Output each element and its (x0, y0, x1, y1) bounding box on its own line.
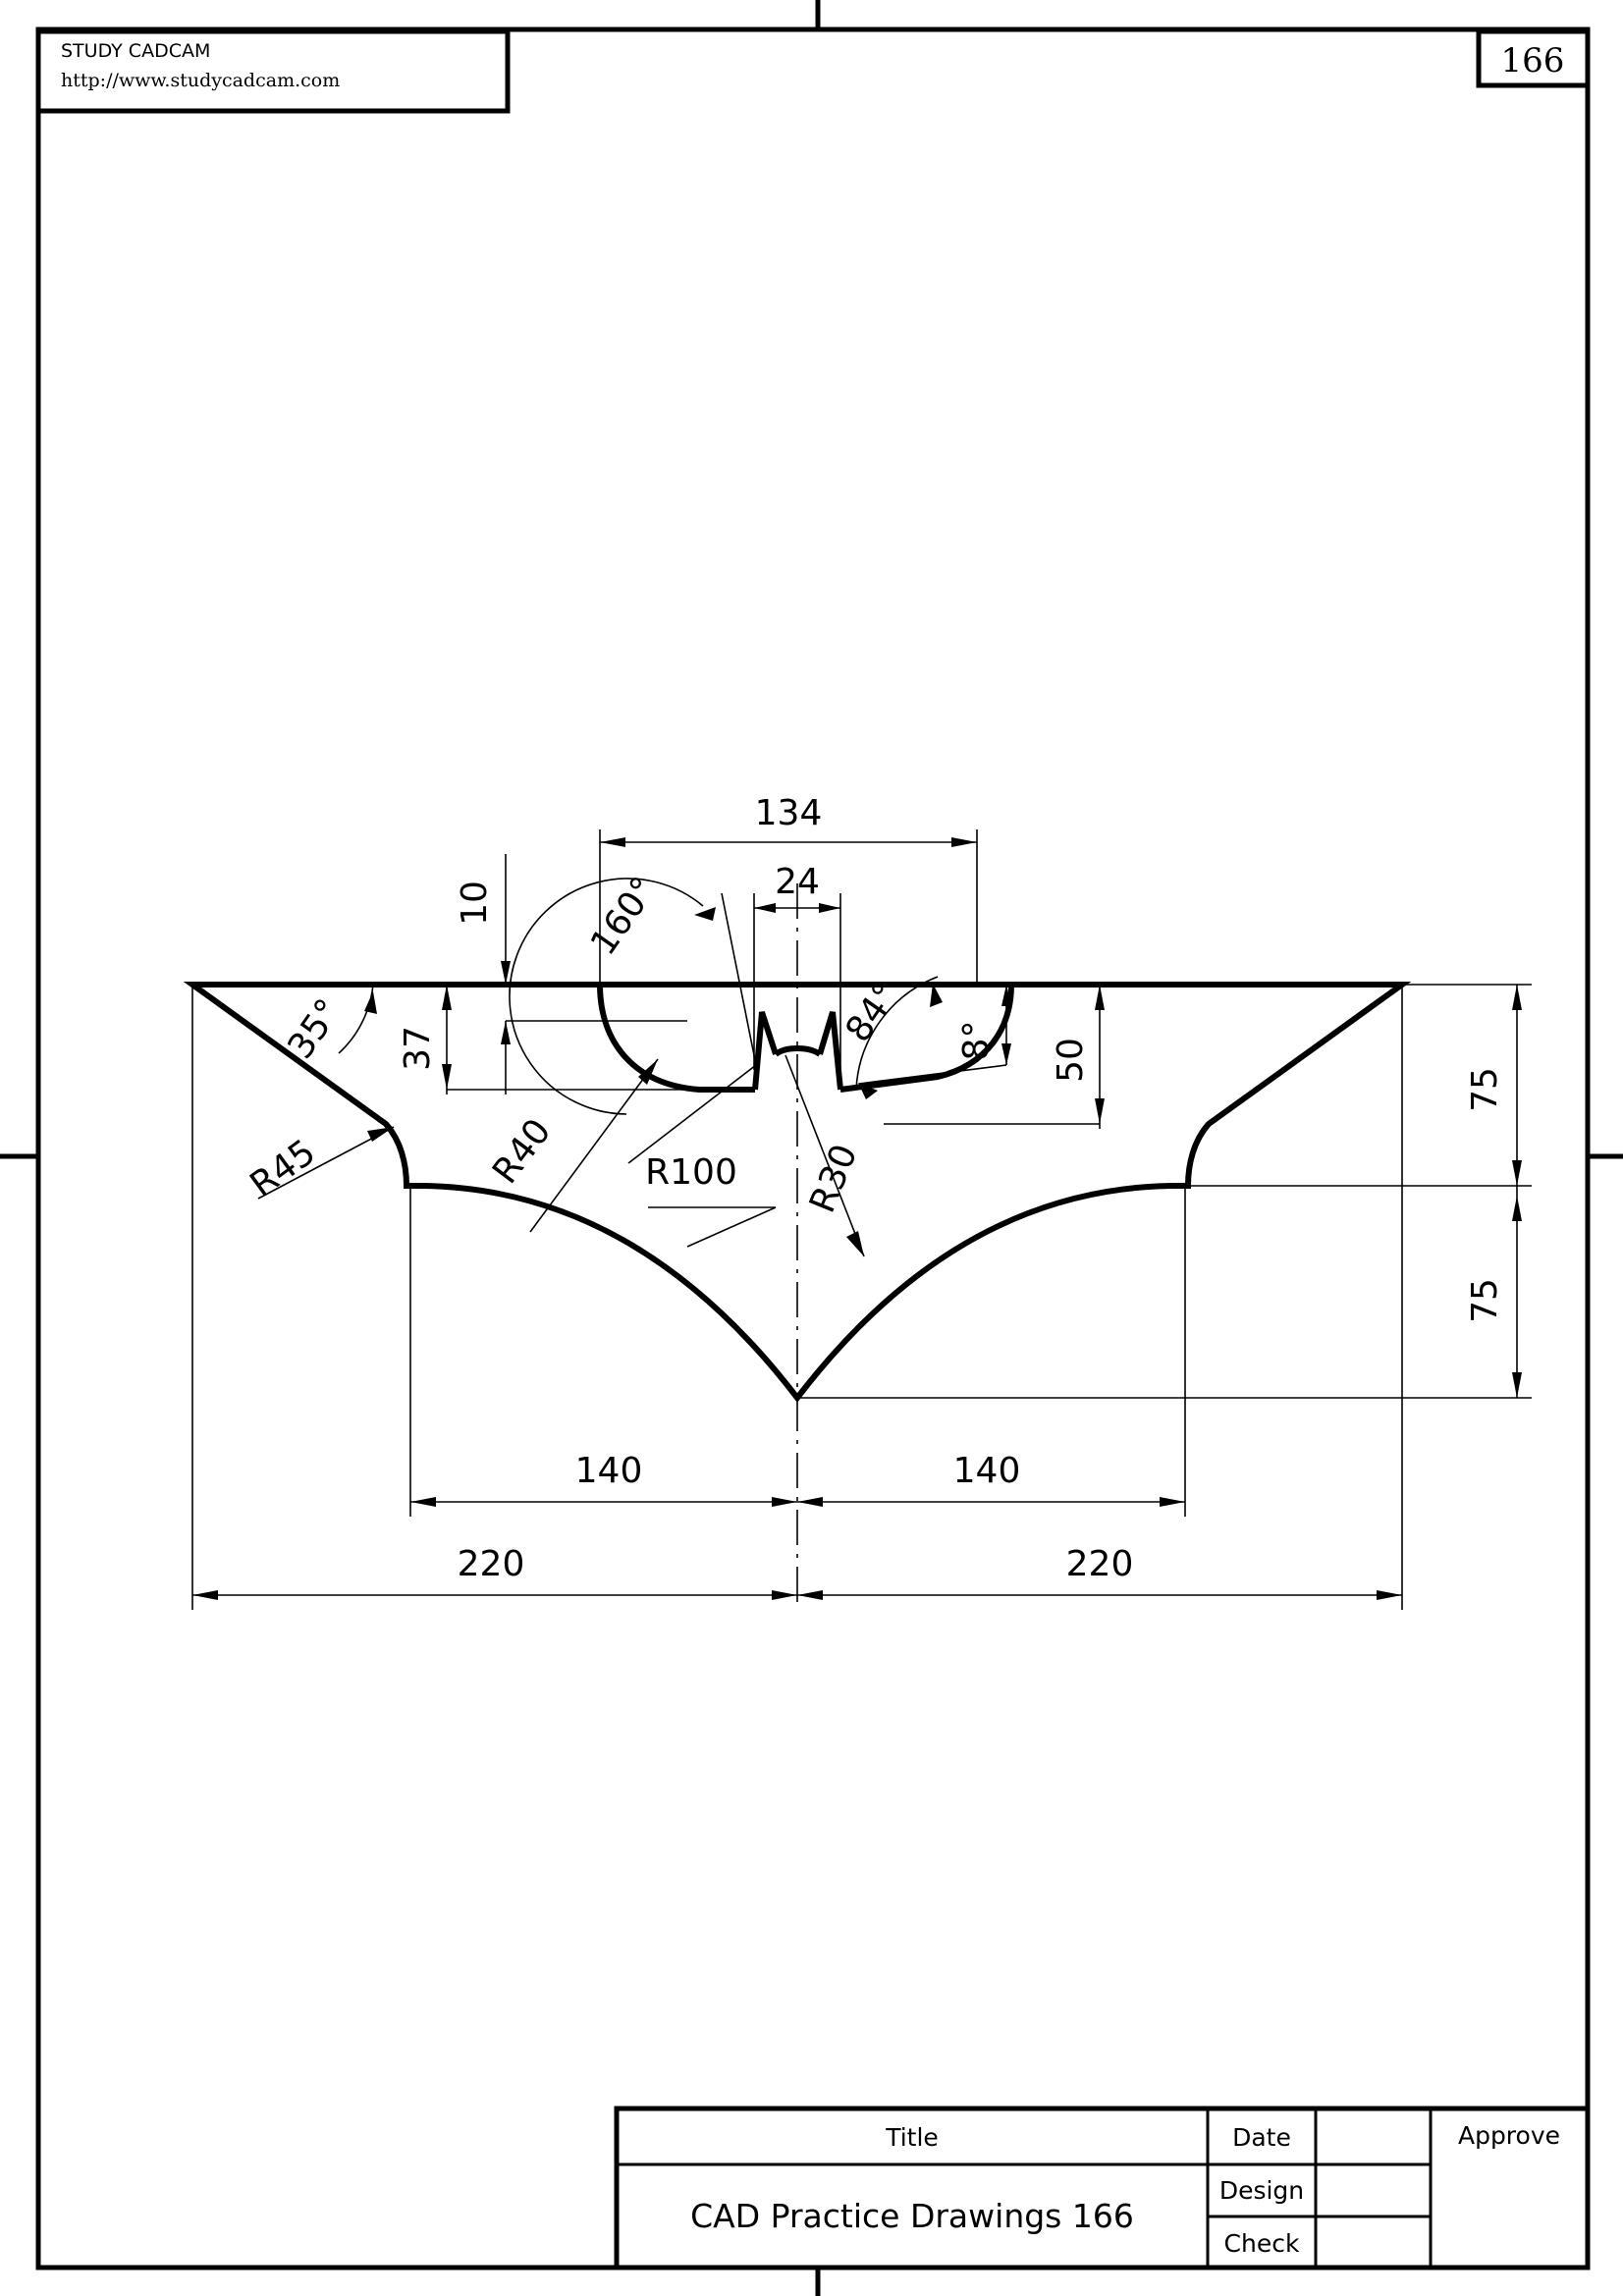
dim-220-left: 220 (458, 1544, 525, 1584)
title-block-date-label: Date (1232, 2123, 1291, 2152)
title-block-title-label: Title (885, 2123, 939, 2152)
logo-name: STUDY CADCAM (61, 40, 210, 62)
dim-134: 134 (755, 793, 823, 833)
dim-140-right: 140 (953, 1451, 1021, 1491)
title-block-design-label: Design (1219, 2176, 1304, 2205)
dim-50: 50 (1051, 1038, 1091, 1083)
logo-box: STUDY CADCAM http://www.studycadcam.com (38, 28, 511, 114)
dimension-lines (191, 829, 1532, 1610)
title-block-approve-label: Approve (1458, 2121, 1560, 2150)
page-number: 166 (1501, 41, 1565, 80)
dim-220-right: 220 (1066, 1544, 1134, 1584)
title-block-check-label: Check (1224, 2229, 1300, 2258)
dim-75-lower: 75 (1465, 1278, 1505, 1323)
dim-24: 24 (775, 862, 820, 902)
dim-10: 10 (455, 881, 495, 926)
radius-100: R100 (645, 1152, 737, 1193)
title-block: Title CAD Practice Drawings 166 Date App… (614, 2106, 1591, 2270)
page-number-box: 166 (1476, 28, 1591, 88)
logo-url: http://www.studycadcam.com (61, 70, 340, 91)
dim-37: 37 (398, 1026, 438, 1071)
dim-140-left: 140 (575, 1451, 643, 1491)
title-block-title-value: CAD Practice Drawings 166 (690, 2197, 1134, 2235)
dim-75-upper: 75 (1465, 1067, 1505, 1112)
angle-8: 8° (956, 1021, 997, 1061)
